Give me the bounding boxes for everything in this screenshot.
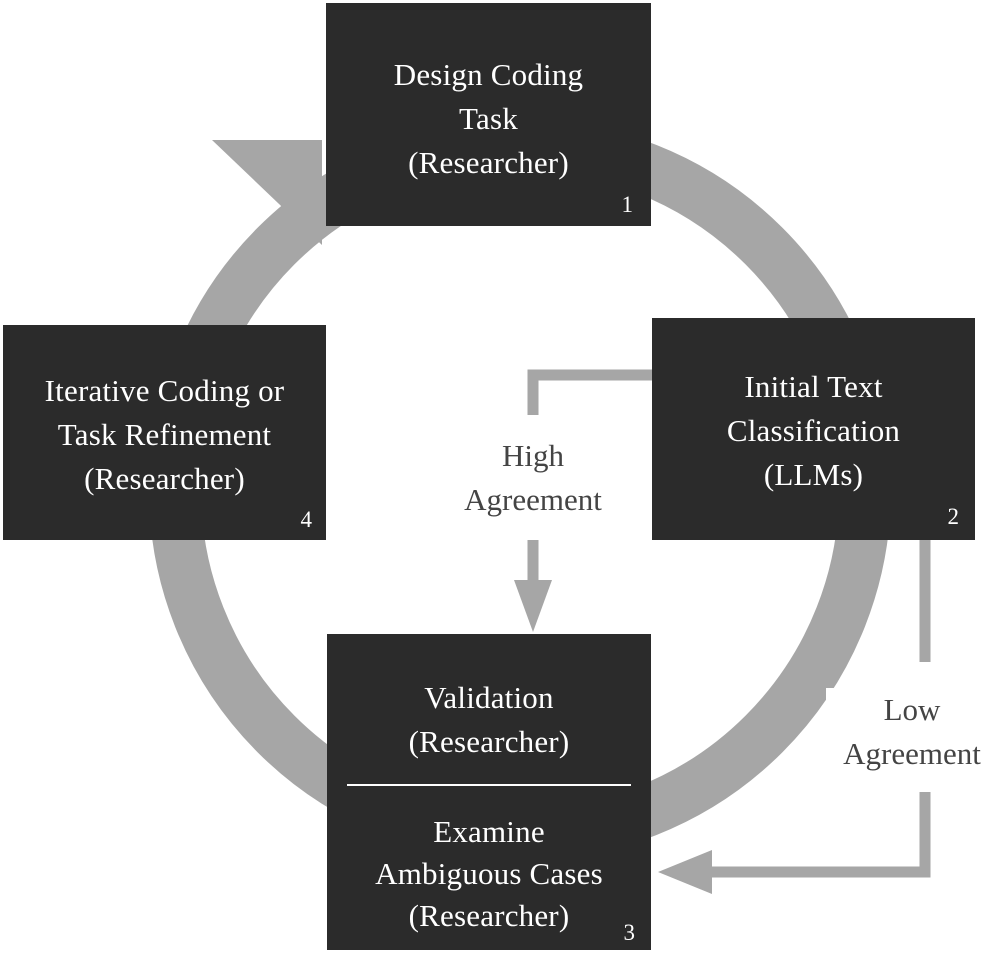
step-3-bottom-line-1: Examine (433, 814, 545, 849)
step-3-top-line-2: (Researcher) (408, 724, 570, 759)
step-3-bottom-line-3: (Researcher) (408, 898, 570, 933)
high-agreement-line-2: Agreement (464, 482, 602, 517)
low-agreement-line-1: Low (883, 692, 941, 727)
step-4-line-3: (Researcher) (84, 461, 245, 496)
step-1-line-2: Task (459, 101, 518, 136)
step-validation-examine: Validation (Researcher) Examine Ambiguou… (327, 634, 651, 950)
step-3-bottom-line-2: Ambiguous Cases (375, 856, 603, 891)
step-1-line-1: Design Coding (393, 57, 584, 92)
step-4-line-1: Iterative Coding or (44, 373, 285, 408)
low-agreement-line-2: Agreement (843, 736, 981, 771)
step-3-number: 3 (623, 920, 636, 945)
high-agreement-label: High Agreement (440, 434, 626, 522)
step-3-top-line-1: Validation (424, 680, 554, 715)
step-2-number: 2 (947, 504, 960, 529)
high-agreement-line-1: High (502, 438, 564, 473)
step-3-separator (347, 784, 631, 786)
low-agreement-arrowhead (658, 850, 712, 894)
step-4-number: 4 (300, 507, 313, 532)
step-1-number: 1 (621, 192, 634, 217)
low-agreement-label: Low Agreement (826, 688, 998, 776)
step-1-line-3: (Researcher) (408, 145, 569, 180)
low-agreement-connector (710, 792, 931, 878)
high-agreement-connector (527, 369, 652, 415)
step-iterative-coding: Iterative Coding or Task Refinement (Res… (3, 325, 326, 540)
step-4-line-2: Task Refinement (57, 417, 272, 452)
step-2-line-3: (LLMs) (763, 457, 864, 492)
step-2-line-2: Classification (726, 413, 901, 448)
step-2-line-1: Initial Text (744, 369, 883, 404)
step-initial-text-classification: Initial Text Classification (LLMs) 2 (652, 318, 975, 540)
step-design-coding-task: Design Coding Task (Researcher) 1 (326, 3, 651, 226)
high-agreement-arrowhead (514, 580, 552, 632)
cycle-arrowhead (212, 140, 322, 245)
